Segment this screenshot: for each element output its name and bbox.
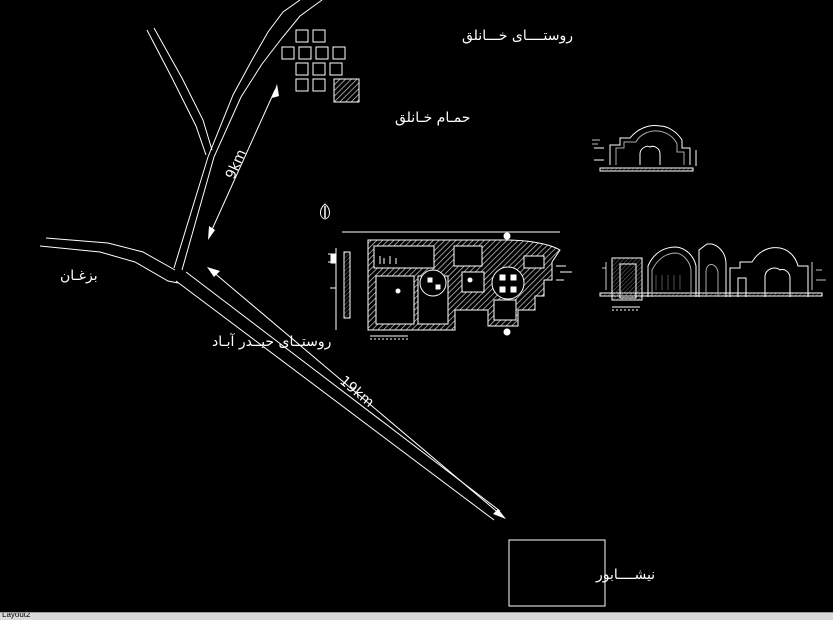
arrow-9km-head-top: [272, 84, 279, 98]
road-branch-left-edge: [146, 29, 207, 156]
arrow-9km-shaft: [209, 89, 276, 235]
tab-layout2[interactable]: Layout2: [2, 612, 31, 619]
arrow-19km-head-bottom: [493, 509, 506, 519]
distance-arrows: [207, 84, 506, 519]
north-arrow-icon: [320, 203, 330, 220]
road-network: [39, 0, 501, 521]
label-village-heydarabad: روستــای حیــدر آبـاد: [212, 333, 331, 350]
label-city-neyshabur: نیشــــابور: [595, 567, 655, 583]
label-village-bazghan: بزغـان: [60, 268, 98, 284]
neyshabur-box: [508, 539, 606, 607]
bath-section-large: [599, 243, 826, 311]
road-bazghan-lower-edge: [39, 245, 179, 284]
label-bath-khaneq: حمـام خـانلق: [395, 110, 470, 126]
arrow-19km-shaft: [211, 270, 502, 516]
label-village-khaneq: روستــــای خـــانلق: [462, 28, 573, 44]
road-branch-right-edge: [153, 27, 213, 151]
bath-section-small: [592, 125, 697, 172]
road-khaneq-right-edge: [181, 0, 323, 271]
road-neyshabur-upper-edge: [185, 271, 501, 512]
arrow-9km-head-bottom: [208, 226, 215, 240]
status-bar: Layout2: [0, 612, 833, 620]
village-khaneq-grid: [281, 29, 346, 92]
label-distance-19km: 19km: [336, 373, 377, 411]
road-neyshabur-lower-edge: [175, 280, 495, 521]
road-bazghan-upper-edge: [45, 237, 176, 271]
bath-floor-plan: [328, 231, 572, 340]
road-khaneq-left-edge: [173, 0, 301, 269]
arrow-19km-head-top: [207, 267, 220, 277]
bath-marker: [333, 78, 360, 103]
label-distance-9km: 9km: [223, 147, 250, 182]
